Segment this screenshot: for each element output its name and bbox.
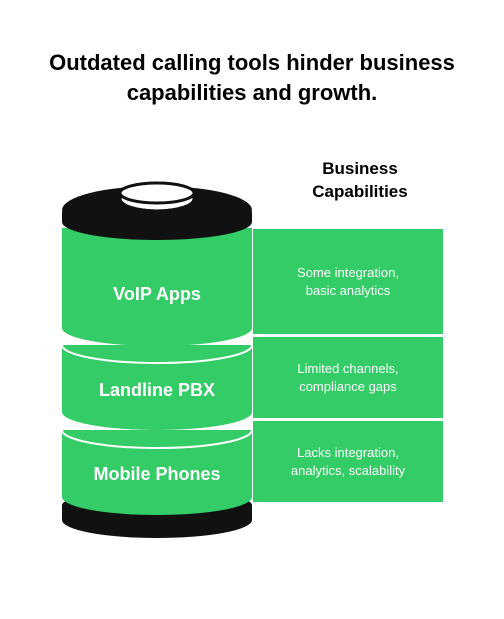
capabilities-header-line-1: Business [322,159,398,178]
layer-label-landline-pbx: Landline PBX [98,380,215,400]
layer-mobile-phones-body [62,430,252,515]
capability-voip-apps-line-1: Some integration, [297,264,399,280]
title-line-2: capabilities and growth. [126,80,378,105]
capability-box-mobile-phones: Lacks integration, analytics, scalabilit… [253,421,443,502]
layer-label-mobile-phones: Mobile Phones [93,464,221,484]
capability-box-voip-apps: Some integration, basic analytics [253,229,443,334]
layer-voip-apps-body [62,228,252,346]
capabilities-header: Business Capabilities [260,157,460,203]
capabilities-header-line-2: Capabilities [312,182,408,201]
title-line-1: Outdated calling tools hinder business [49,50,455,75]
page-title: Outdated calling tools hinder business c… [0,48,504,108]
capability-mobile-phones-line-2: analytics, scalability [290,462,406,478]
capability-voip-apps-line-2: basic analytics [305,282,391,298]
capability-landline-pbx-line-2: compliance gaps [299,378,397,394]
capability-box-landline-pbx: Limited channels, compliance gaps [253,337,443,418]
capability-landline-pbx-line-1: Limited channels, [297,360,399,376]
capability-mobile-phones-line-1: Lacks integration, [297,444,399,460]
layer-landline-pbx-body [62,345,252,430]
layer-label-voip-apps: VoIP Apps [113,284,201,304]
